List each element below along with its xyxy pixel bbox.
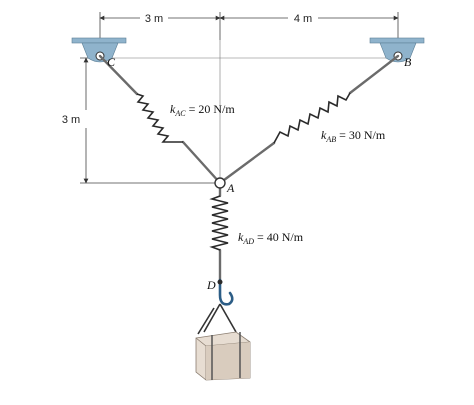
hook-d-icon [218, 278, 234, 306]
spring-ac [136, 93, 183, 143]
point-b-label: B [404, 55, 412, 69]
spring-ab [273, 92, 351, 144]
dimension-lines [80, 12, 399, 184]
dimension-top-left: 3 m [145, 13, 163, 25]
point-c-label: C [107, 55, 116, 69]
dimension-vertical: 3 m [62, 114, 80, 126]
point-d-label: D [206, 278, 216, 292]
spring-ac-label: kAC = 20 N/m [170, 102, 235, 118]
crate [195, 331, 251, 381]
dimension-top-right: 4 m [294, 13, 312, 25]
spring-ad-label: kAD = 40 N/m [238, 230, 304, 246]
cables [98, 54, 400, 282]
spring-ad [209, 195, 229, 251]
support-b [369, 37, 425, 63]
point-d-marker [217, 279, 223, 285]
slings [197, 303, 237, 335]
ring-a-icon [214, 177, 226, 189]
point-a-label: A [226, 181, 235, 195]
support-c [71, 37, 127, 63]
spring-ab-label: kAB = 30 N/m [321, 128, 386, 144]
